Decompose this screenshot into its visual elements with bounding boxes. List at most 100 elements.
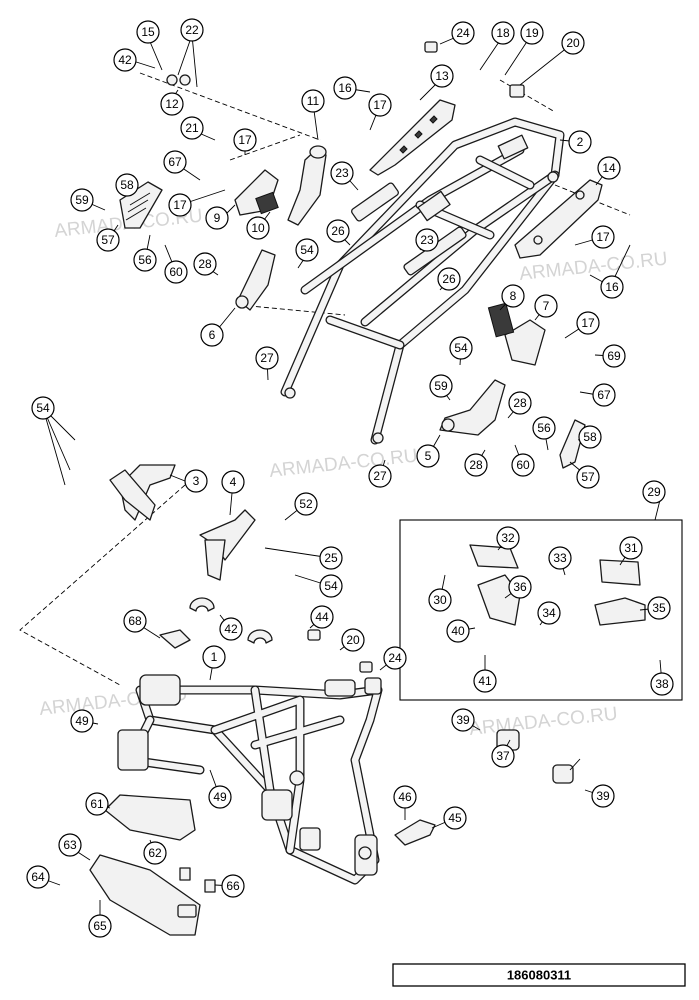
svg-text:20: 20 bbox=[566, 36, 580, 50]
svg-text:39: 39 bbox=[596, 789, 610, 803]
watermark: ARMADA-CO.RU bbox=[268, 446, 418, 482]
callout-51: 52 bbox=[294, 492, 318, 516]
svg-text:33: 33 bbox=[553, 551, 567, 565]
rear-subframe bbox=[280, 117, 565, 445]
svg-text:15: 15 bbox=[141, 25, 155, 39]
callout-29: 29 bbox=[642, 480, 666, 504]
callout-67: 68 bbox=[123, 609, 147, 633]
svg-text:22: 22 bbox=[185, 23, 199, 37]
callout-25: 25 bbox=[319, 546, 343, 570]
callout-54: 54 bbox=[295, 238, 319, 262]
svg-text:24: 24 bbox=[388, 651, 402, 665]
svg-text:14: 14 bbox=[602, 161, 616, 175]
footpeg-kit-box bbox=[399, 519, 683, 701]
callout-16: 16 bbox=[600, 275, 624, 299]
svg-text:52: 52 bbox=[299, 497, 313, 511]
callout-2: 2 bbox=[568, 130, 592, 154]
callout-9: 9 bbox=[205, 206, 229, 230]
svg-text:19: 19 bbox=[525, 26, 539, 40]
callout-58: 58 bbox=[115, 173, 139, 197]
svg-text:38: 38 bbox=[655, 677, 669, 691]
svg-text:18: 18 bbox=[496, 26, 510, 40]
callout-39: 39 bbox=[591, 784, 615, 808]
main-frame bbox=[117, 674, 383, 885]
svg-text:21: 21 bbox=[185, 121, 199, 135]
svg-text:39: 39 bbox=[456, 713, 470, 727]
svg-text:17: 17 bbox=[596, 230, 610, 244]
svg-text:12: 12 bbox=[165, 97, 179, 111]
callout-68: 67 bbox=[592, 383, 616, 407]
svg-text:57: 57 bbox=[581, 470, 595, 484]
svg-text:59: 59 bbox=[434, 379, 448, 393]
svg-text:58: 58 bbox=[120, 178, 134, 192]
svg-text:20: 20 bbox=[346, 633, 360, 647]
svg-text:49: 49 bbox=[75, 714, 89, 728]
callout-28: 28 bbox=[508, 391, 532, 415]
callout-24: 24 bbox=[451, 21, 475, 45]
callout-27: 27 bbox=[368, 464, 392, 488]
svg-text:27: 27 bbox=[260, 351, 274, 365]
svg-text:5: 5 bbox=[425, 449, 432, 463]
callout-35: 35 bbox=[647, 596, 671, 620]
callout-5: 5 bbox=[416, 444, 440, 468]
callout-46: 46 bbox=[393, 785, 417, 809]
callout-39: 39 bbox=[451, 708, 475, 732]
callout-8: 8 bbox=[501, 284, 525, 308]
callout-4: 4 bbox=[221, 470, 245, 494]
svg-text:17: 17 bbox=[238, 133, 252, 147]
svg-text:64: 64 bbox=[31, 870, 45, 884]
callout-56: 57 bbox=[576, 465, 600, 489]
callout-22: 22 bbox=[180, 18, 204, 42]
svg-text:25: 25 bbox=[324, 551, 338, 565]
callout-63: 63 bbox=[58, 833, 82, 857]
svg-text:17: 17 bbox=[581, 316, 595, 330]
callouts: 15 22 42 12 24 18 19 20 13 16 17 11 2 14… bbox=[26, 18, 674, 938]
callout-49: 49 bbox=[208, 785, 232, 809]
callout-17: 17 bbox=[168, 193, 192, 217]
callout-37: 37 bbox=[491, 744, 515, 768]
svg-text:46: 46 bbox=[398, 790, 412, 804]
svg-text:49: 49 bbox=[213, 790, 227, 804]
callout-23: 23 bbox=[330, 161, 354, 185]
svg-text:32: 32 bbox=[501, 531, 515, 545]
callout-31: 31 bbox=[619, 536, 643, 560]
svg-text:4: 4 bbox=[230, 475, 237, 489]
callout-13: 13 bbox=[430, 64, 454, 88]
svg-text:56: 56 bbox=[537, 421, 551, 435]
callout-49: 49 bbox=[70, 709, 94, 733]
callout-68: 67 bbox=[163, 150, 187, 174]
callout-10: 10 bbox=[246, 216, 270, 240]
watermark: ARMADA-CO.RU bbox=[468, 704, 618, 740]
svg-text:67: 67 bbox=[597, 388, 611, 402]
callout-26: 26 bbox=[437, 267, 461, 291]
callout-23: 23 bbox=[415, 228, 439, 252]
callout-44: 44 bbox=[310, 605, 334, 629]
svg-text:34: 34 bbox=[542, 606, 556, 620]
callout-64: 64 bbox=[26, 865, 50, 889]
callout-17: 17 bbox=[576, 311, 600, 335]
svg-text:67: 67 bbox=[168, 155, 182, 169]
callout-65: 65 bbox=[88, 914, 112, 938]
callout-17: 17 bbox=[591, 225, 615, 249]
svg-text:9: 9 bbox=[214, 211, 221, 225]
svg-text:69: 69 bbox=[607, 349, 621, 363]
svg-text:44: 44 bbox=[315, 610, 329, 624]
callout-66: 66 bbox=[221, 874, 245, 898]
part-shapes bbox=[89, 41, 646, 936]
callout-30: 30 bbox=[428, 588, 452, 612]
callout-61: 61 bbox=[85, 792, 109, 816]
callout-7: 7 bbox=[534, 294, 558, 318]
svg-text:3: 3 bbox=[193, 474, 200, 488]
svg-text:65: 65 bbox=[93, 919, 107, 933]
callout-20: 20 bbox=[341, 628, 365, 652]
svg-text:54: 54 bbox=[324, 579, 338, 593]
callout-56: 57 bbox=[96, 228, 120, 252]
callout-43: 42 bbox=[113, 48, 137, 72]
svg-text:37: 37 bbox=[496, 749, 510, 763]
callout-27: 27 bbox=[255, 346, 279, 370]
callout-1: 1 bbox=[202, 645, 226, 669]
callout-60: 60 bbox=[164, 260, 188, 284]
svg-text:42: 42 bbox=[224, 622, 238, 636]
svg-text:6: 6 bbox=[209, 328, 216, 342]
svg-text:56: 56 bbox=[138, 253, 152, 267]
